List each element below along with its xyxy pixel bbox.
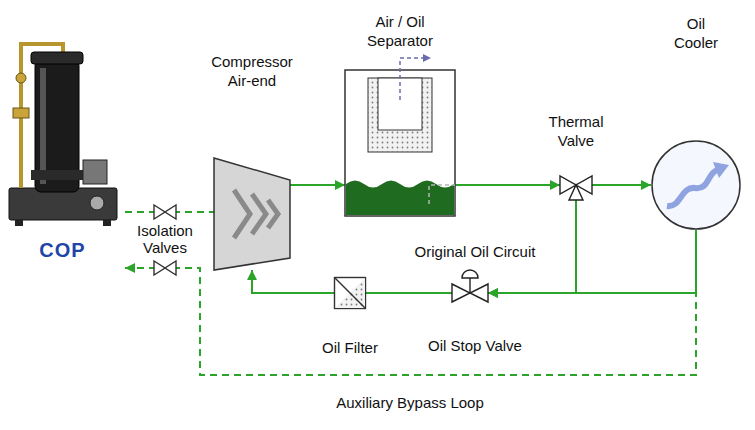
part-label: Compressor Air-end (202, 52, 302, 90)
shape-part (40, 68, 46, 184)
shape-part (83, 160, 107, 184)
separator-tank: Air / Oil Separator (345, 70, 455, 216)
isolation-valve-symbol (154, 261, 176, 275)
valve-label: Isolation Valves (125, 222, 205, 256)
part-label: Oil Stop Valve (405, 336, 545, 355)
shape-part (214, 158, 290, 270)
shape-part (31, 52, 83, 64)
part-label: Oil Filter (290, 338, 410, 357)
oil-pipe (592, 184, 651, 186)
part-label: COP (5, 238, 120, 262)
separator-tank-shape (345, 70, 455, 216)
oil-pipe (366, 292, 452, 294)
part-label: Oil Cooler (666, 14, 726, 52)
circuit-label: Original Oil Circuit (395, 243, 555, 260)
shape-part (335, 278, 366, 309)
part-label: Air / Oil Separator (360, 12, 440, 50)
shape-part (31, 170, 83, 180)
shape-part (652, 141, 740, 229)
shape-part (560, 176, 592, 200)
part-label: Thermal Valve (544, 112, 608, 150)
oil-filter-shape (334, 277, 366, 309)
shape-part (713, 162, 729, 178)
shape-part (15, 220, 23, 226)
shape-part (9, 188, 117, 220)
shape-part (400, 58, 423, 100)
shape-part (335, 278, 365, 308)
oil-cooler: Oil Cooler (651, 140, 741, 230)
thermal-valve-shape (560, 176, 592, 200)
shape-part (16, 73, 26, 83)
oil-pipe (290, 184, 345, 186)
purifier-unit: COP (5, 38, 125, 278)
oil-cooler-shape (651, 140, 741, 230)
bypass-pipe (125, 211, 214, 213)
stop-valve-shape (452, 284, 488, 302)
shape-part (234, 190, 278, 238)
oil-filter: Oil Filter (334, 277, 366, 309)
shape-part (103, 220, 111, 226)
thermal-valve: Thermal Valve (560, 176, 592, 200)
shape-part (469, 278, 470, 293)
shape-part (667, 170, 717, 206)
shape-part (13, 108, 29, 118)
oil-pipe (252, 270, 334, 293)
oil-pipe (455, 184, 560, 186)
oil-pipe (488, 230, 696, 293)
bypass-pipe (125, 230, 696, 375)
compressor-airend-shape (214, 158, 290, 270)
stop-valve: Oil Stop Valve (452, 284, 488, 302)
shape-part (462, 270, 478, 278)
loop-label: Auxiliary Bypass Loop (310, 394, 510, 411)
shape-part (423, 54, 431, 62)
shape-part (90, 196, 104, 210)
isolation-valve-symbol (154, 205, 176, 219)
compressor-airend: Compressor Air-end (214, 158, 290, 270)
shape-part (335, 278, 365, 308)
shape-part (346, 181, 454, 216)
shape-part (429, 185, 455, 204)
